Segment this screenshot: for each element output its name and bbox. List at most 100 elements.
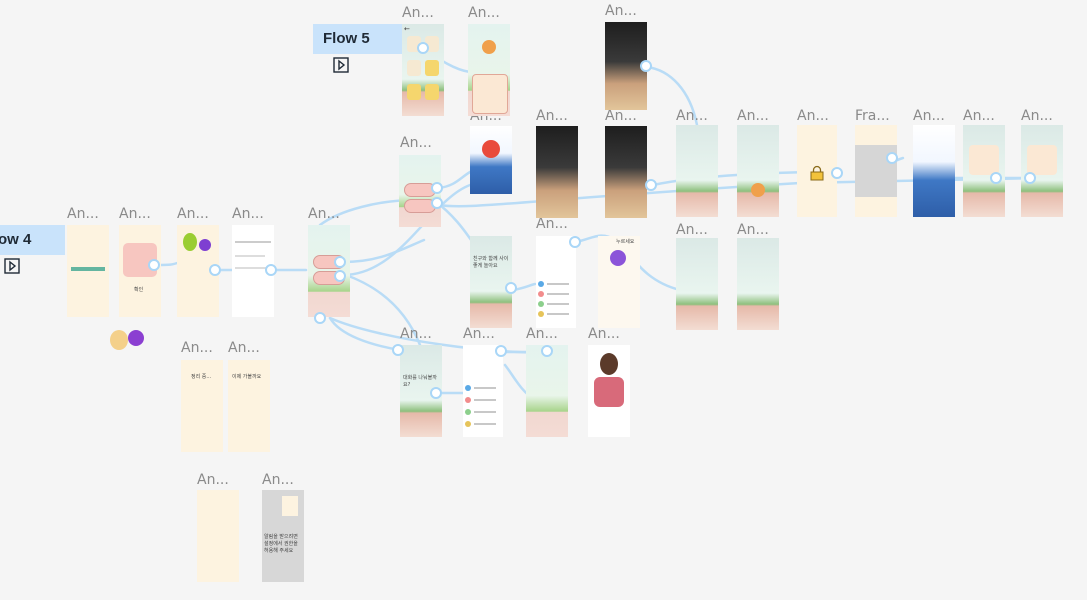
frame-label[interactable]: An... xyxy=(737,108,769,124)
frame-photo-boy[interactable] xyxy=(470,126,512,194)
frame-label[interactable]: An... xyxy=(588,326,620,342)
connector-handle[interactable] xyxy=(431,197,443,209)
frame-dialog-2[interactable] xyxy=(1021,125,1063,217)
play-icon[interactable] xyxy=(333,54,349,84)
frame-notice[interactable]: 알림을 받으려면 설정에서 권한을 허용해 주세요 xyxy=(262,490,304,582)
frame-splash[interactable] xyxy=(67,225,109,317)
connector-handle[interactable] xyxy=(431,182,443,194)
character xyxy=(183,233,197,251)
goal-text: 친구와 함께 사이좋게 놀아요 xyxy=(473,256,509,269)
frame-character-intro[interactable] xyxy=(468,24,510,116)
tap-prompt: 누르세요 xyxy=(616,239,635,245)
frame-label[interactable]: An... xyxy=(1021,108,1053,124)
avatar-body xyxy=(594,377,624,407)
frame-label[interactable]: An... xyxy=(232,206,264,222)
connector-handle[interactable] xyxy=(334,270,346,282)
frame-label[interactable]: Fra... xyxy=(855,108,890,124)
frame-label[interactable]: An... xyxy=(676,108,708,124)
connector-handle[interactable] xyxy=(569,236,581,248)
frame-label[interactable]: An... xyxy=(308,206,340,222)
frame-label[interactable]: An... xyxy=(963,108,995,124)
connector-handle[interactable] xyxy=(645,179,657,191)
connector-handle[interactable] xyxy=(541,345,553,357)
frame-label[interactable]: An... xyxy=(228,340,260,356)
frame-photo-grid[interactable] xyxy=(855,125,897,217)
frame-label[interactable]: An... xyxy=(468,5,500,21)
frame-label[interactable]: An... xyxy=(119,206,151,222)
character-sticker[interactable] xyxy=(110,330,128,350)
frame-label[interactable]: An... xyxy=(913,108,945,124)
flow-4-label: ow 4 xyxy=(0,231,32,248)
locked-card[interactable] xyxy=(407,84,421,100)
connector-handle[interactable] xyxy=(314,312,326,324)
connector-handle[interactable] xyxy=(209,264,221,276)
frame-label[interactable]: An... xyxy=(605,108,637,124)
frame-dialog-1[interactable] xyxy=(963,125,1005,217)
frame-label[interactable]: An... xyxy=(605,3,637,19)
frame-label[interactable]: An... xyxy=(463,326,495,342)
connector-handle[interactable] xyxy=(265,264,277,276)
speech-box xyxy=(1027,145,1057,175)
frame-character-select[interactable]: ← xyxy=(402,24,444,116)
frame-label[interactable]: An... xyxy=(67,206,99,222)
start-line: 이제 가볼까요 xyxy=(232,374,262,380)
connector-handle[interactable] xyxy=(886,152,898,164)
character-sticker[interactable] xyxy=(128,330,144,346)
connector-handle[interactable] xyxy=(831,167,843,179)
frame-avatar[interactable] xyxy=(588,345,630,437)
connector-handle[interactable] xyxy=(392,344,404,356)
locked-card[interactable] xyxy=(425,60,439,76)
back-arrow-icon[interactable]: ← xyxy=(404,25,410,33)
locked-card[interactable] xyxy=(425,84,439,100)
frame-tap[interactable]: 누르세요 xyxy=(598,236,640,328)
frame-label[interactable]: An... xyxy=(526,326,558,342)
frame-label[interactable]: An... xyxy=(797,108,829,124)
frame-start[interactable]: 이제 가볼까요 xyxy=(228,360,270,452)
connector-handle[interactable] xyxy=(430,387,442,399)
frame-label[interactable]: An... xyxy=(262,472,294,488)
frame-blank[interactable] xyxy=(197,490,239,582)
connector-handle[interactable] xyxy=(990,172,1002,184)
flow-4-tag[interactable]: ow 4 xyxy=(0,225,65,274)
connector-handle[interactable] xyxy=(505,282,517,294)
frame-camera-3[interactable] xyxy=(605,126,647,218)
frame-garden-1[interactable] xyxy=(676,125,718,217)
frame-camera-2[interactable] xyxy=(536,126,578,218)
frame-label[interactable]: An... xyxy=(676,222,708,238)
frame-recording[interactable]: 대화를 나눠볼까요? xyxy=(400,345,442,437)
flow-5-label: Flow 5 xyxy=(323,30,370,47)
play-icon[interactable] xyxy=(4,255,20,285)
frame-intro-text[interactable]: 확인 xyxy=(119,225,161,317)
frame-garden-2[interactable] xyxy=(737,125,779,217)
frame-label[interactable]: An... xyxy=(400,326,432,342)
connector-handle[interactable] xyxy=(334,256,346,268)
frame-label[interactable]: An... xyxy=(181,340,213,356)
frame-label[interactable]: An... xyxy=(400,135,432,151)
frame-label[interactable]: An... xyxy=(177,206,209,222)
frame-contact-list[interactable] xyxy=(536,236,576,328)
flow-5-tag[interactable]: Flow 5 xyxy=(313,24,408,73)
frame-label[interactable]: An... xyxy=(536,108,568,124)
connector-handle[interactable] xyxy=(1024,172,1036,184)
text-line xyxy=(235,267,269,269)
frame-goal[interactable]: 친구와 함께 사이좋게 놀아요 xyxy=(470,236,512,328)
frame-label[interactable]: An... xyxy=(197,472,229,488)
frame-friends[interactable] xyxy=(526,345,568,437)
frame-label[interactable]: An... xyxy=(402,5,434,21)
confirm-button[interactable]: 확인 xyxy=(134,287,144,293)
frame-contact-list-2[interactable] xyxy=(463,345,503,437)
frame-loading[interactable]: 정리 중... xyxy=(181,360,223,452)
frame-label[interactable]: An... xyxy=(737,222,769,238)
frame-label[interactable]: An... xyxy=(536,216,568,232)
connector-handle[interactable] xyxy=(640,60,652,72)
frame-photo-boy-2[interactable] xyxy=(913,125,955,217)
frame-garden-4[interactable] xyxy=(737,238,779,330)
lock-icon xyxy=(810,165,824,186)
frame-garden-3[interactable] xyxy=(676,238,718,330)
connector-handle[interactable] xyxy=(148,259,160,271)
connector-handle[interactable] xyxy=(495,345,507,357)
frame-locked[interactable] xyxy=(797,125,837,217)
connector-handle[interactable] xyxy=(417,42,429,54)
character-card[interactable] xyxy=(407,60,421,76)
